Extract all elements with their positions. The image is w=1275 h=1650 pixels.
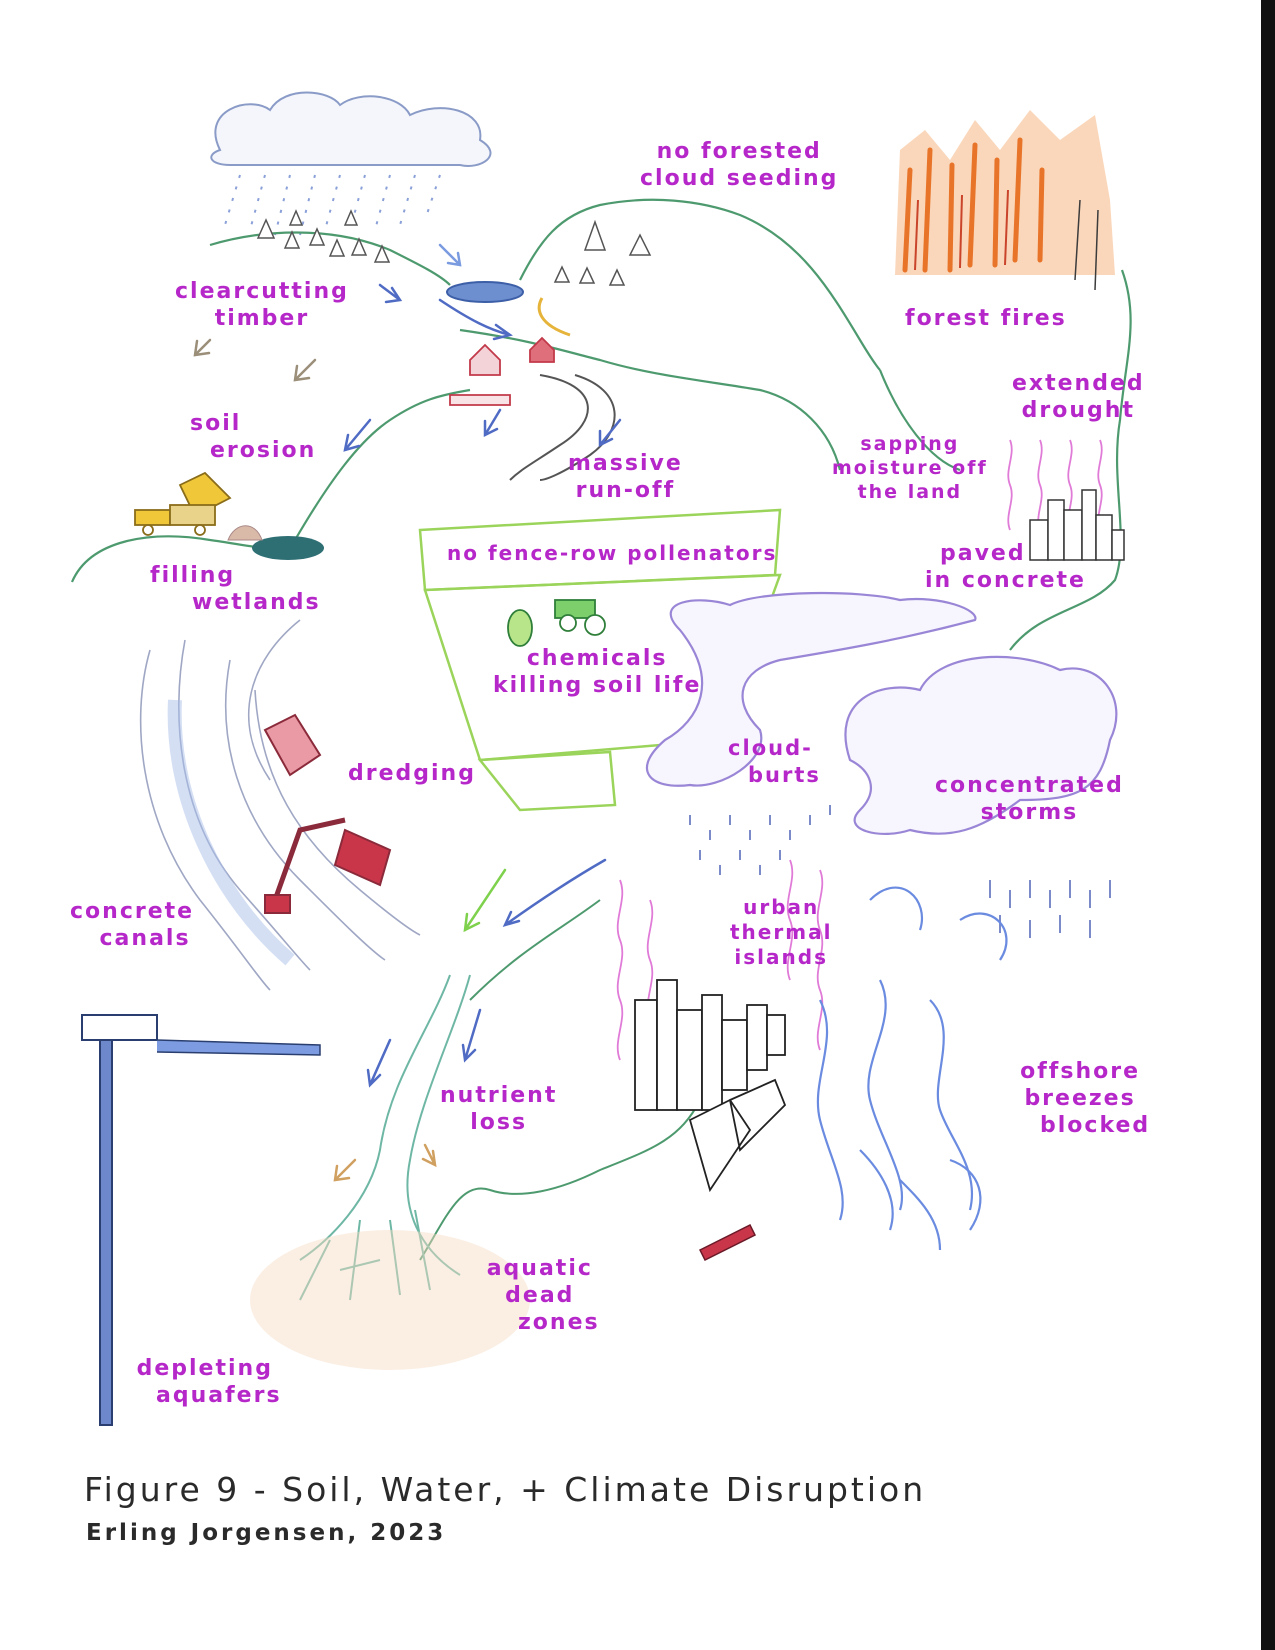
label-no-fence-row-pollinators: no fence-row pollenators — [447, 541, 778, 565]
storm-clouds — [645, 591, 1118, 836]
label-cloudbursts: cloud-burts — [728, 736, 821, 787]
aquifer-well — [81, 1014, 321, 1426]
tree-stumps-right — [553, 219, 652, 286]
breeze-swirls — [816, 886, 1008, 1251]
label-forest-fires: forest fires — [905, 306, 1067, 331]
flow-arrows — [193, 243, 622, 1182]
scan-page-edge — [1261, 0, 1275, 1650]
tractor — [507, 599, 606, 647]
coast-outline — [419, 899, 701, 1261]
forest-fire — [895, 110, 1115, 291]
river — [299, 974, 471, 1301]
houses — [449, 336, 555, 406]
dredger — [263, 713, 392, 914]
pond — [446, 281, 524, 303]
ship — [698, 1223, 757, 1262]
rain-drops — [689, 805, 1111, 938]
figure-author: Erling Jorgensen, 2023 — [86, 1520, 447, 1546]
tree-stumps — [256, 209, 391, 263]
rain-cloud — [210, 91, 492, 236]
label-dredging: dredging — [348, 761, 476, 786]
road — [509, 374, 616, 481]
city-urban — [634, 979, 787, 1193]
dead-zone — [250, 1230, 530, 1370]
dump-truck — [134, 471, 232, 536]
city-drought — [1029, 489, 1125, 561]
wetland — [252, 536, 324, 560]
figure-caption: Figure 9 - Soil, Water, + Climate Disrup… — [84, 1470, 927, 1509]
